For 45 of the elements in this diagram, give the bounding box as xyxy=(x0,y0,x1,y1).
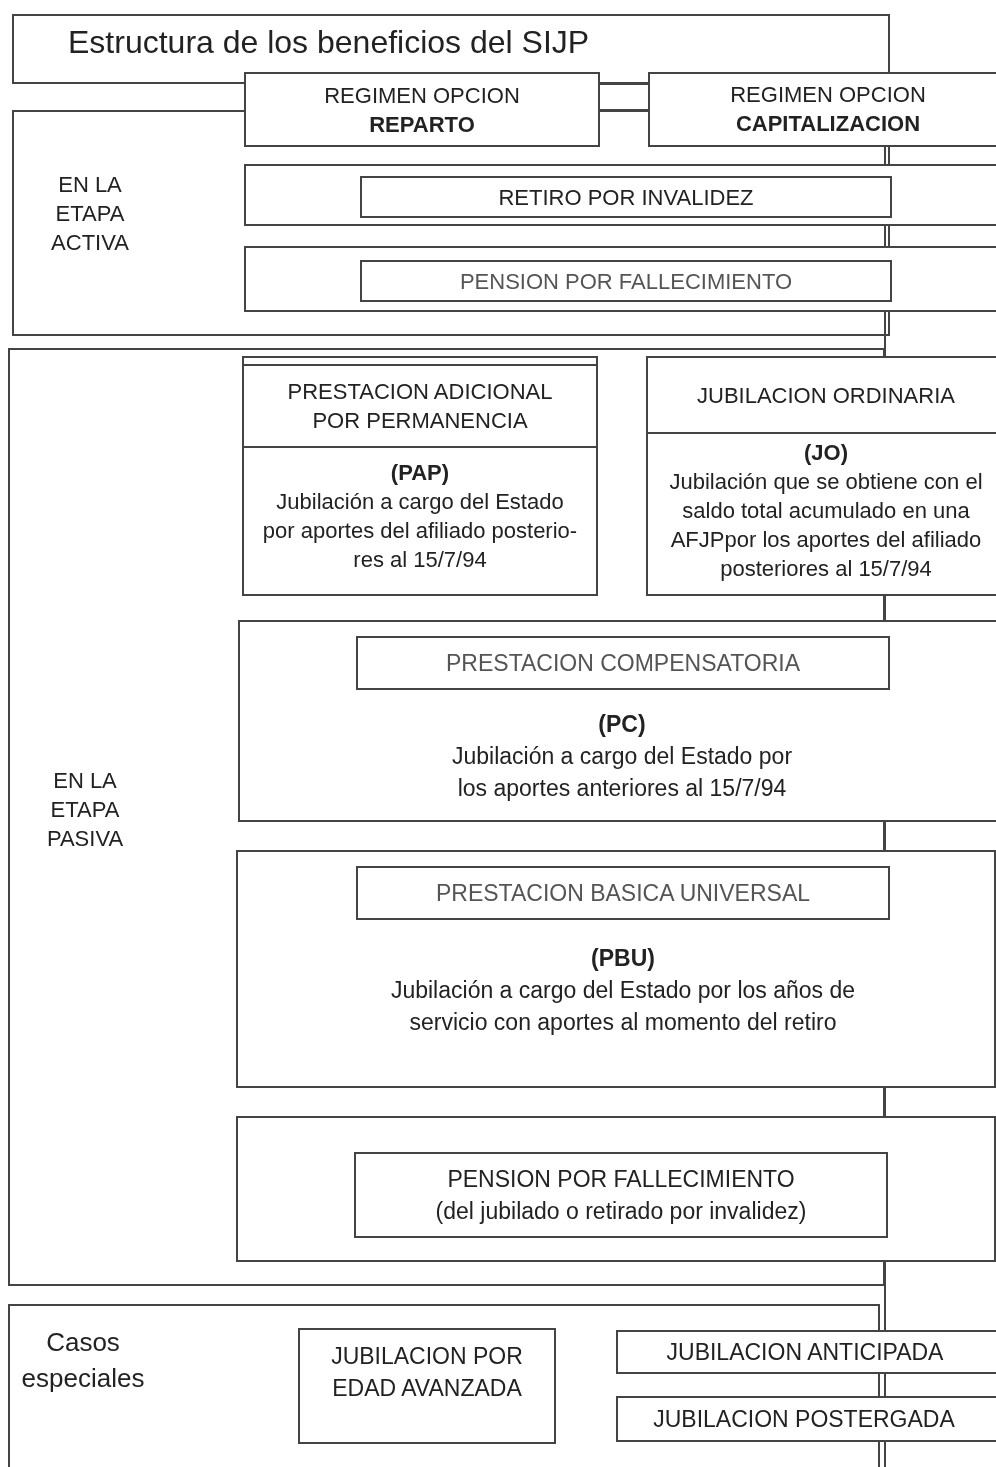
abbreviation-label: (JO) xyxy=(803,439,849,467)
group-panel xyxy=(238,620,996,822)
description-text: Jubilación a cargo del Estado por los años de servicio con aportes al momento del retiro xyxy=(389,976,857,1037)
regime-box xyxy=(244,72,600,147)
box-label: REGIMEN OPCION xyxy=(729,81,927,109)
benefit-box xyxy=(360,260,892,302)
row-panel xyxy=(244,164,996,226)
box-label: JUBILACION ANTICIPADA xyxy=(665,1338,945,1367)
box-label: JUBILACION POSTERGADA xyxy=(652,1405,956,1434)
box-label: Estructura de los beneficios del SIJP xyxy=(68,23,591,62)
box-label: RETIRO POR INVALIDEZ xyxy=(498,183,754,212)
row-panel xyxy=(244,246,996,312)
box-label: EN LA ETAPA ACTIVA xyxy=(50,171,130,257)
regime-box xyxy=(648,72,996,147)
box-label: PRESTACION ADICIONAL POR PERMANENCIA xyxy=(286,378,554,435)
benefit-box xyxy=(356,866,890,920)
double-connector-line xyxy=(598,83,650,111)
box-label: PENSION POR FALLECIMIENTO xyxy=(447,1165,795,1194)
group-panel xyxy=(236,850,996,1088)
description-text: Jubilación a cargo del Estado por aportes del afiliado posterio- res al 15/7/94 xyxy=(261,488,579,574)
benefit-box xyxy=(242,356,598,596)
benefit-box xyxy=(298,1328,556,1444)
benefit-box xyxy=(616,1396,996,1442)
box-label: JUBILACION POR EDAD AVANZADA xyxy=(330,1342,524,1403)
box-label: PENSION POR FALLECIMIENTO xyxy=(459,267,793,296)
benefit-box xyxy=(360,176,892,218)
box-label: Casos especiales xyxy=(20,1326,146,1395)
benefit-box xyxy=(354,1152,888,1238)
abbreviation-label: REPARTO xyxy=(369,110,475,139)
benefit-box xyxy=(616,1330,996,1374)
description-text: Jubilación que se obtiene con el saldo total acumulado en una AFJPpor los aportes del afiliado posteriores al 15/7/94 xyxy=(668,468,984,583)
box-label: EN LA ETAPA PASIVA xyxy=(45,767,125,853)
group-panel xyxy=(236,1116,996,1262)
abbreviation-label: CAPITALIZACION xyxy=(734,110,922,138)
box-label: PRESTACION COMPENSATORIA xyxy=(446,648,800,678)
box-label: REGIMEN OPCION xyxy=(324,81,520,110)
description-text: Jubilación a cargo del Estado por los aportes anteriores al 15/7/94 xyxy=(450,742,794,803)
box-label: (del jubilado o retirado por invalidez) xyxy=(435,1197,807,1226)
box-label: JUBILACION ORDINARIA xyxy=(697,381,955,410)
benefit-box xyxy=(356,636,890,690)
benefit-box xyxy=(646,356,996,596)
box-label: PRESTACION BASICA UNIVERSAL xyxy=(435,878,811,908)
box-label: (PBU) xyxy=(590,944,656,973)
box-label: (PC) xyxy=(597,710,647,739)
abbreviation-label: (PAP) xyxy=(389,459,451,487)
